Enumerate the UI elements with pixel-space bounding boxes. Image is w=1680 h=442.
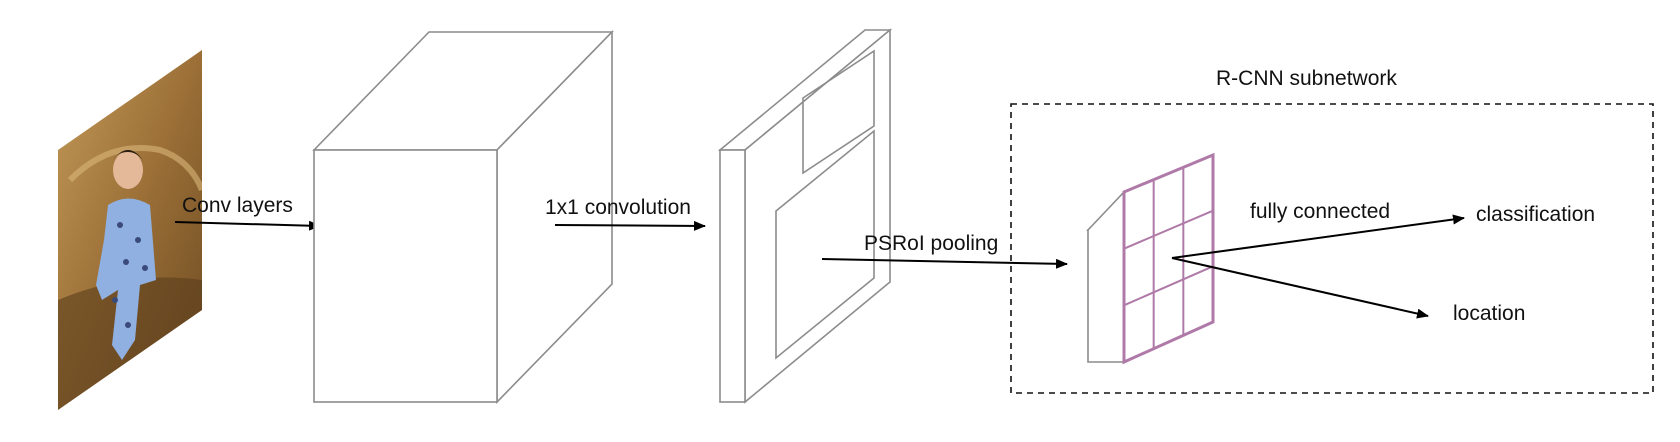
input-image [58,50,202,410]
conv-layers-label: Conv layers [182,194,293,217]
score-map-slab [717,28,893,404]
conv1x1-label: 1x1 convolution [545,196,691,219]
conv-layers-arrow [174,220,321,231]
grid-row-line [1123,209,1214,250]
baby-head [113,151,143,189]
rcnn-subnetwork-box [1010,103,1654,394]
fully-connected-label: fully connected [1250,200,1390,223]
grid-row-line [1123,265,1214,307]
conv1x1-arrow [554,220,706,231]
grid-face [1122,152,1215,365]
position-sensitive-grid [1122,152,1215,365]
fc-location-arrow [1171,257,1429,319]
baby-body [96,198,156,360]
fc-classification-arrow [1171,214,1465,259]
pooled-grid-block [1086,152,1215,365]
subnetwork-title: R-CNN subnetwork [1216,67,1397,90]
roi-box-large [775,129,875,360]
roi-box-small [802,49,875,175]
feature-map-cube [312,30,614,404]
classification-label: classification [1476,203,1595,226]
psroi-arrow [821,258,1068,269]
psroi-label: PSRoI pooling [864,232,998,255]
location-label: location [1453,302,1525,325]
